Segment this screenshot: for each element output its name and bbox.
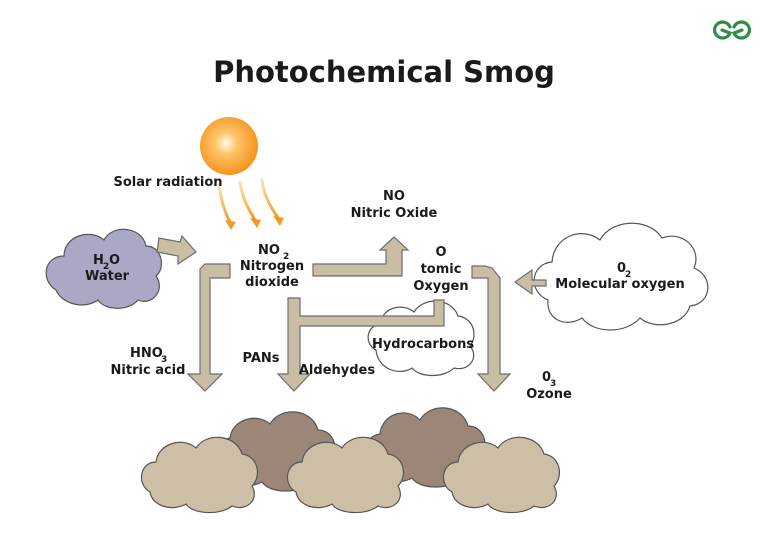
arrow-to-ozone [471,265,512,392]
smog-cloud-light-2 [286,436,405,514]
smog-clouds [140,407,561,514]
oxygen-cloud [533,222,709,331]
arrow-no2-to-no [312,236,410,277]
svg-text:3: 3 [550,379,556,389]
svg-text:2: 2 [625,270,631,280]
smog-cloud-light-3 [442,436,561,514]
water-cloud [45,228,163,309]
aldehydes-label: Aldehydes [299,363,375,378]
smog-cloud-light-1 [140,436,259,514]
nitrogen-dioxide-label: NO 2 Nitrogen dioxide [240,243,304,290]
svg-text:Ozone: Ozone [526,387,572,402]
svg-text:Oxygen: Oxygen [413,279,468,294]
svg-text:2: 2 [283,252,289,262]
water-label: H 2 O Water [85,253,130,284]
nitric-oxide-label: NO Nitric Oxide [351,189,438,221]
svg-text:Nitric Oxide: Nitric Oxide [351,206,438,221]
svg-text:3: 3 [161,355,167,365]
svg-text:HNO: HNO [130,346,163,361]
arrow-water-to-no2 [156,234,197,266]
arrow-to-pans-aldehydes [276,297,445,392]
svg-text:0: 0 [617,261,626,276]
svg-text:Nitric acid: Nitric acid [111,363,186,378]
geeksforgeeks-logo-icon [713,20,751,40]
ozone-label: 0 3 Ozone [526,370,572,402]
arrow-oxygen-to-atomic [513,268,547,296]
pans-label: PANs [242,351,279,366]
svg-text:tomic: tomic [421,262,462,277]
svg-text:O: O [109,253,120,268]
atomic-oxygen-label: O tomic Oxygen [413,245,468,294]
solar-ray-heads [225,216,284,230]
solar-radiation-label: Solar radiation [113,175,222,190]
svg-text:Molecular oxygen: Molecular oxygen [555,277,684,292]
svg-text:2: 2 [103,262,109,272]
svg-text:dioxide: dioxide [245,275,299,290]
page-title: Photochemical Smog [213,55,555,89]
molecular-oxygen-label: 0 2 Molecular oxygen [555,261,684,292]
svg-text:H: H [93,253,104,268]
arrow-to-nitric-acid [186,263,231,392]
svg-text:Water: Water [85,269,130,284]
svg-text:NO: NO [383,189,405,204]
sun-icon [200,117,258,175]
nitric-acid-label: HNO 3 Nitric acid [111,346,186,378]
svg-text:NO: NO [258,243,280,258]
svg-text:Nitrogen: Nitrogen [240,259,304,274]
solar-rays-icon [217,178,280,224]
svg-text:0: 0 [542,370,551,385]
hydrocarbons-label: Hydrocarbons [372,337,474,352]
svg-text:O: O [435,245,446,260]
